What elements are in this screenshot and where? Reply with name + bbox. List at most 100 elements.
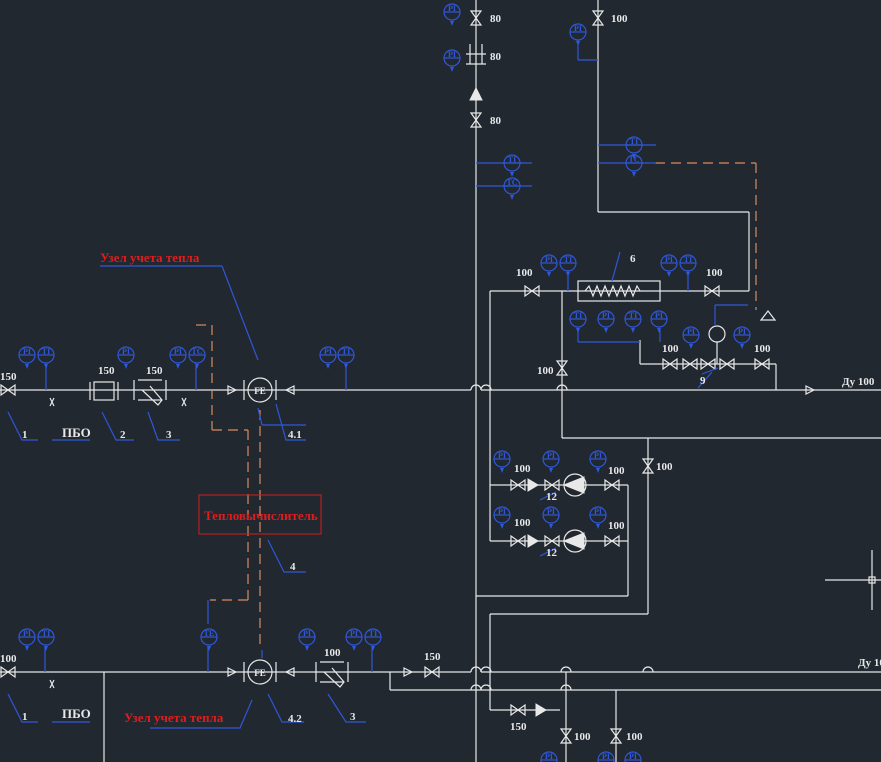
callout-2: 2 (120, 429, 126, 441)
valves (0, 10, 770, 744)
instrument-tag: TI (564, 255, 572, 264)
instrument-tag: TI (342, 347, 350, 356)
instrument-tag: PI (655, 311, 663, 320)
valve-19 (641, 458, 655, 474)
valve-6 (704, 284, 720, 298)
drawing-text: FE FE Узел учета тепла Узел учета тепла … (0, 13, 881, 743)
instrument-bubble-16: PI (682, 326, 700, 349)
valve-1 (469, 10, 483, 26)
callout-8: 4.2 (288, 713, 302, 725)
callout-5: 4 (290, 561, 296, 573)
valve-13 (510, 478, 526, 492)
callout-9: 6 (630, 253, 636, 265)
valve-4 (0, 383, 16, 397)
instrument-bubble-4: TI (503, 154, 521, 177)
pipe-size-labels: 80 80 80 100 150 150 150 100 100 100 100 100 100 100 1… (0, 13, 771, 743)
valve-17 (544, 534, 560, 548)
instrument-tag: TC (506, 178, 517, 187)
instrument-tag: TC (628, 155, 639, 164)
instrument-bubble-38: PI (597, 751, 615, 762)
instrument-tag: PI (547, 507, 555, 516)
instrument-bubble-24: TI (337, 346, 355, 369)
pipe-size-label: 150 (510, 721, 527, 733)
pipe-size-label: 100 (514, 517, 531, 529)
valve-9 (682, 357, 698, 371)
instrument-tag: PI (594, 507, 602, 516)
valve-10 (700, 357, 716, 371)
instrument-tag: TI (42, 347, 50, 356)
pipe-size-label: 100 (656, 461, 673, 473)
instrument-bubble-8: PI (540, 254, 558, 277)
heat-calculator-label: Тепловычислитель (204, 508, 318, 523)
instrument-tag: TI (629, 311, 637, 320)
flow-element-label-top: FE (254, 386, 266, 396)
pipe-size-label: 100 (537, 365, 554, 377)
instrument-bubble-31: PI (18, 628, 36, 651)
instrument-bubble-19: TI (37, 346, 55, 369)
equipment (49, 44, 726, 717)
instrument-bubble-11: TI (679, 254, 697, 277)
pipe-size-label: 100 (514, 463, 531, 475)
instrument-bubble-18: PI (18, 346, 36, 369)
dn-label-top: Ду 100 (842, 376, 875, 388)
instrument-bubble-23: PI (319, 346, 337, 369)
instrument-bubble-39: PI (624, 751, 642, 762)
dn-label-bottom: Ду 10 (858, 657, 881, 669)
pipe-size-label: 80 (490, 115, 502, 127)
valve-7 (555, 360, 569, 376)
instrument-tag: PI (629, 752, 637, 761)
pipe-size-label: 80 (490, 13, 502, 25)
callout-6: 1 (22, 711, 28, 723)
valve-8 (662, 357, 678, 371)
pipe-size-label: 100 (626, 731, 643, 743)
instrument-tag: PI (350, 629, 358, 638)
pipe-size-label: 100 (706, 267, 723, 279)
valve-21 (424, 665, 440, 679)
instrument-bubble-34: PI (345, 628, 363, 651)
pbo-label-top: ПБО (62, 425, 91, 440)
instrument-bubble-26: PI (542, 450, 560, 473)
pipe-size-label: 100 (574, 731, 591, 743)
instrument-tag: PI (545, 255, 553, 264)
instrument-bubbles: PI PI PI TI TC TI TC PI TI PI TI TI PI TI PI PI PI PI TI PI… (18, 3, 751, 762)
instrument-tag: PI (574, 24, 582, 33)
instrument-tag: PI (738, 327, 746, 336)
heat-node-label-bottom: Узел учета тепла (124, 710, 224, 725)
pipe-size-label: 150 (424, 651, 441, 663)
signal-lines (196, 162, 757, 650)
pipe-size-label: 100 (324, 647, 341, 659)
instrument-tag: TI (369, 629, 377, 638)
pipe-size-label: 100 (0, 653, 17, 665)
instrument-tag: PI (324, 347, 332, 356)
instrument-bubble-13: PI (597, 310, 615, 333)
pipe-size-label: 100 (662, 343, 679, 355)
callout-10: 9 (700, 375, 706, 387)
pipe-size-label: 100 (611, 13, 628, 25)
instrument-tag: PI (303, 629, 311, 638)
instrument-tag: TC (191, 347, 202, 356)
flow-element-label-bottom: FE (254, 668, 266, 678)
valve-20 (0, 665, 16, 679)
pipe-size-label: 80 (490, 51, 502, 63)
instrument-bubble-22: TC (188, 346, 206, 369)
instrument-bubble-7: TC (625, 154, 643, 177)
instrument-tag: PI (687, 327, 695, 336)
pipe-size-label: 100 (608, 465, 625, 477)
instrument-bubble-17: PI (733, 326, 751, 349)
valve-2 (591, 10, 605, 26)
instrument-tag: PI (174, 347, 182, 356)
instrument-tag: TI (574, 311, 582, 320)
instrument-tag: TI (684, 255, 692, 264)
instrument-bubble-33: PI (298, 628, 316, 651)
instrument-tag: PI (23, 347, 31, 356)
instrument-bubble-2: PI (443, 49, 461, 72)
instrument-bubble-5: TC (503, 177, 521, 200)
valve-24 (609, 728, 623, 744)
instrument-tag: TI (508, 155, 516, 164)
instrument-tag: PI (594, 451, 602, 460)
pipe-size-label: 100 (754, 343, 771, 355)
pipe-size-label: 150 (98, 365, 115, 377)
instrument-tag: PI (122, 347, 130, 356)
